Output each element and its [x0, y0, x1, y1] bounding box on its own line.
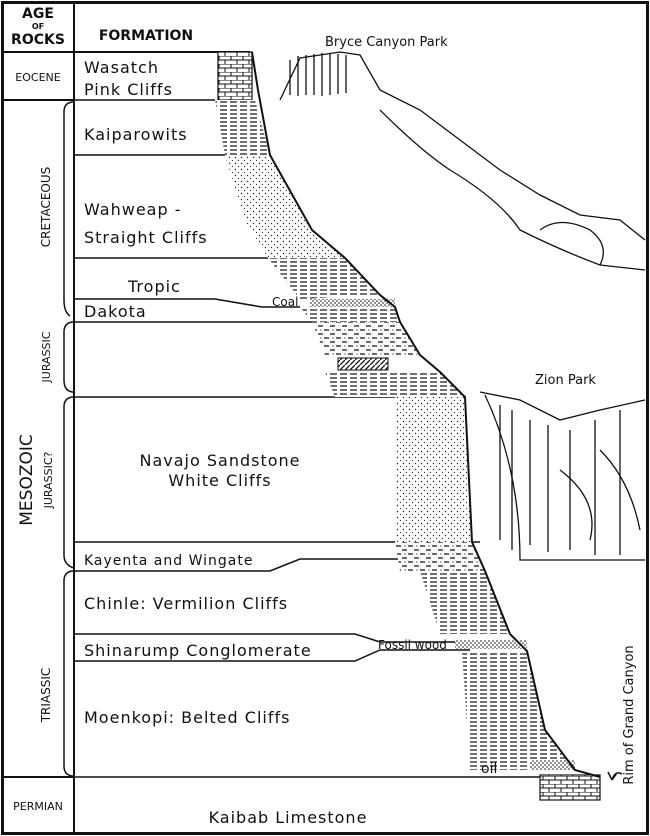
- coal-annotation: Coal: [272, 295, 298, 309]
- annotations: Coal Fossil wood oil Rim of Grand Canyon…: [272, 35, 637, 785]
- cretaceous-label: CRETACEOUS: [39, 167, 53, 248]
- kaiparowits-label: Kaiparowits: [84, 125, 188, 144]
- rim-arrow-icon: [607, 771, 623, 781]
- bryce-canyon-label: Bryce Canyon Park: [325, 35, 448, 50]
- age-labels: EOCENE CRETACEOUS JURASSIC JURASSIC? MES…: [13, 71, 63, 813]
- wasatch-label-line-1: Wasatch: [84, 58, 159, 77]
- zion-park-label: Zion Park: [535, 373, 596, 388]
- jurassic-label: JURASSIC: [40, 331, 53, 383]
- header: AGE OF ROCKS FORMATION: [11, 6, 193, 48]
- dakota-label: Dakota: [84, 302, 147, 321]
- shinarump-label: Shinarump Conglomerate: [84, 641, 312, 660]
- age-of-rocks-label-line-2: OF: [32, 22, 44, 31]
- mesozoic-label: MESOZOIC: [17, 434, 37, 526]
- rim-of-grand-canyon-annotation: Rim of Grand Canyon: [622, 645, 637, 784]
- permian-label: PERMIAN: [13, 800, 63, 813]
- moenkopi-label: Moenkopi: Belted Cliffs: [84, 708, 290, 727]
- jurassic-questioned-label: JURASSIC?: [42, 451, 55, 509]
- eocene-label: EOCENE: [15, 71, 60, 84]
- wasatch-label-line-2: Pink Cliffs: [84, 80, 173, 99]
- kaibab-label: Kaibab Limestone: [209, 808, 368, 827]
- age-of-rocks-label-line-3: ROCKS: [11, 32, 65, 48]
- kayenta-label: Kayenta and Wingate: [84, 553, 253, 569]
- navajo-label-line-2: White Cliffs: [168, 471, 271, 490]
- navajo-label-line-1: Navajo Sandstone: [139, 451, 300, 470]
- zion-park-sketch: [479, 391, 646, 561]
- fossil-wood-annotation: Fossil wood: [378, 638, 447, 652]
- tropic-label: Tropic: [127, 277, 181, 296]
- wahweap-label-line-1: Wahweap -: [84, 200, 182, 219]
- cliff-profile: [215, 51, 601, 801]
- triassic-label: TRIASSIC: [39, 668, 53, 724]
- age-of-rocks-label-line-1: AGE: [22, 6, 54, 22]
- wahweap-label-line-2: Straight Cliffs: [84, 228, 208, 247]
- bryce-canyon-sketch: [279, 51, 646, 271]
- oil-annotation: oil: [481, 761, 497, 777]
- age-brackets: [63, 101, 75, 777]
- formation-label: FORMATION: [99, 28, 193, 44]
- chinle-label: Chinle: Vermilion Cliffs: [84, 594, 288, 613]
- formation-labels: Wasatch Pink Cliffs Kaiparowits Wahweap …: [84, 58, 368, 827]
